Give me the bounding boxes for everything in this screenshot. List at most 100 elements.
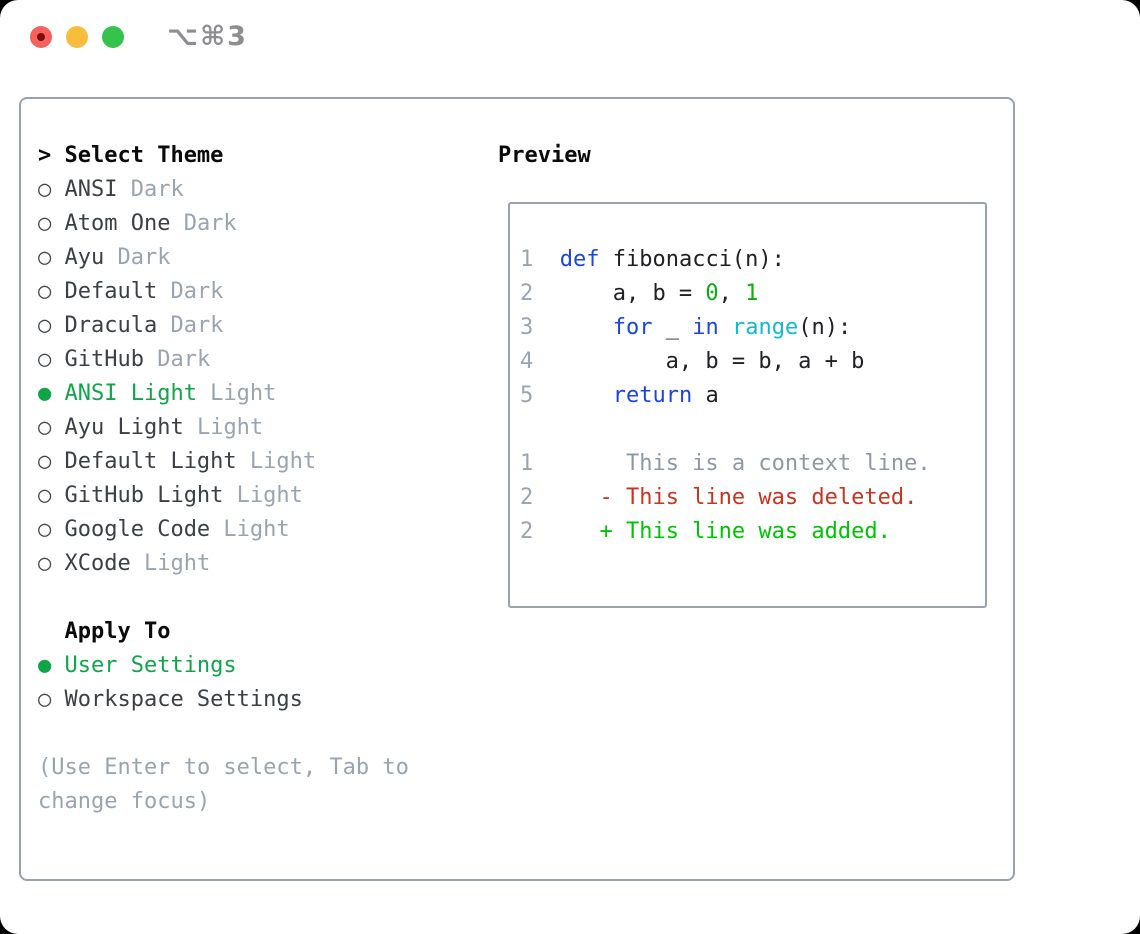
theme-picker-panel: > Select Theme ○ ANSI Dark ○ Atom One Dark ○ A… — [19, 97, 1015, 881]
theme-name: Ayu Light — [64, 415, 184, 440]
diff-line-deleted: 2 - This line was deleted. — [520, 481, 985, 515]
radio-icon: ○ — [38, 177, 52, 202]
theme-name: XCode — [64, 551, 131, 576]
theme-option[interactable]: ○ ANSI Dark — [38, 173, 438, 207]
theme-tag: Light — [236, 449, 317, 474]
theme-tag: Light — [130, 551, 211, 576]
spacer — [520, 413, 985, 447]
zoom-button[interactable] — [102, 26, 124, 48]
radio-icon: ○ — [38, 211, 52, 236]
apply-to-option-list: ●User Settings ○ Workspace Settings — [38, 649, 438, 717]
radio-icon: ○ — [38, 415, 52, 440]
code-token: def — [559, 247, 600, 272]
code-token: for — [612, 315, 653, 340]
code-token — [533, 383, 612, 408]
diff-text: - This line was deleted. — [599, 485, 918, 510]
radio-icon: ○ — [38, 245, 52, 270]
close-button[interactable] — [30, 26, 52, 48]
code-token — [719, 315, 732, 340]
radio-icon: ○ — [38, 449, 52, 474]
theme-tag: Dark — [117, 177, 184, 202]
radio-icon: ○ — [38, 313, 52, 338]
line-number: 1 — [520, 451, 534, 476]
theme-option[interactable]: ○ Dracula Dark — [38, 309, 438, 343]
theme-name: Default — [64, 279, 158, 304]
theme-name: ANSI — [64, 177, 118, 202]
code-token: a, b = — [533, 281, 706, 306]
diff-text: This is a context line. — [625, 451, 931, 476]
code-token: 1 — [745, 281, 759, 306]
apply-to-header: Apply To — [64, 619, 171, 644]
code-token — [533, 315, 612, 340]
apply-to-option[interactable]: ●User Settings — [38, 649, 438, 683]
code-token: range — [731, 315, 799, 340]
theme-option[interactable]: ○ Ayu Dark — [38, 241, 438, 275]
theme-tag: Dark — [143, 347, 211, 372]
theme-tag: Dark — [104, 245, 171, 270]
radio-icon: ○ — [38, 517, 52, 542]
radio-icon: ○ — [38, 687, 52, 712]
theme-tag: Dark — [170, 211, 237, 236]
apply-to-label: Workspace Settings — [64, 687, 303, 712]
window-title: ⌥⌘3 — [167, 21, 248, 52]
theme-option[interactable]: ○ Google Code Light — [38, 513, 438, 547]
unsaved-changes-dot — [37, 33, 45, 41]
diff-preview: 1 This is a context line.2 - This line w… — [520, 447, 985, 549]
radio-icon: ○ — [38, 483, 52, 508]
code-token: fibonacci(n): — [599, 247, 785, 272]
apply-to-label: User Settings — [64, 653, 237, 678]
theme-name: ANSI Light — [64, 381, 197, 406]
theme-option[interactable]: ○XCode Light — [38, 547, 438, 581]
select-theme-header: > Select Theme — [38, 139, 438, 173]
diff-line-added: 2 + This line was added. — [520, 515, 985, 549]
theme-name: Atom One — [64, 211, 171, 236]
theme-option[interactable]: ○ Ayu Light Light — [38, 411, 438, 445]
theme-option[interactable]: ○ Default Light Light — [38, 445, 438, 479]
code-token: a, b = b, a + b — [533, 349, 865, 374]
theme-option[interactable]: ○GitHub Dark — [38, 343, 438, 377]
theme-name: Dracula — [64, 313, 158, 338]
code-token: return — [612, 383, 693, 408]
line-number: 1 — [520, 247, 534, 272]
select-theme-label: Select Theme — [64, 143, 224, 168]
minimize-button[interactable] — [66, 26, 88, 48]
theme-name: GitHub Light — [64, 483, 224, 508]
titlebar: ⌥⌘3 — [0, 0, 1140, 96]
line-number: 5 — [520, 383, 534, 408]
line-number: 3 — [520, 315, 534, 340]
code-token: (n): — [798, 315, 852, 340]
preview-header: Preview — [498, 143, 591, 168]
line-number: 2 — [520, 485, 534, 510]
theme-tag: Dark — [157, 313, 224, 338]
hint-text: (Use Enter to select, Tab to change focu… — [38, 755, 409, 814]
code-line: 1 def fibonacci(n): — [520, 243, 985, 277]
code-token: , — [718, 281, 746, 306]
line-number: 2 — [520, 281, 534, 306]
theme-name: Ayu — [64, 245, 105, 270]
apply-to-option[interactable]: ○ Workspace Settings — [38, 683, 438, 717]
code-line: 4 a, b = b, a + b — [520, 345, 985, 379]
theme-name: Default Light — [64, 449, 237, 474]
code-token: _ — [652, 315, 693, 340]
diff-gap — [533, 519, 599, 544]
code-line: 2 a, b = 0, 1 — [520, 277, 985, 311]
theme-option[interactable]: ○ Atom One Dark — [38, 207, 438, 241]
spacer — [38, 581, 438, 615]
radio-icon: ○ — [38, 279, 52, 304]
theme-option-list: ○ ANSI Dark ○ Atom One Dark ○ Ayu Dark ○ Defaul… — [38, 173, 438, 581]
code-token: a — [692, 383, 719, 408]
diff-text: + This line was added. — [599, 519, 891, 544]
code-token: 0 — [705, 281, 719, 306]
diff-line-context: 1 This is a context line. — [520, 447, 985, 481]
theme-tag: Light — [183, 415, 264, 440]
theme-option[interactable]: ●ANSI Light Light — [38, 377, 438, 411]
theme-option[interactable]: ○GitHub Light Light — [38, 479, 438, 513]
code-token: in — [692, 315, 719, 340]
theme-option[interactable]: ○Default Dark — [38, 275, 438, 309]
code-line: 5 return a — [520, 379, 985, 413]
theme-tag: Light — [210, 517, 290, 542]
prompt-icon: > — [38, 143, 52, 168]
theme-name: Google Code — [64, 517, 211, 542]
